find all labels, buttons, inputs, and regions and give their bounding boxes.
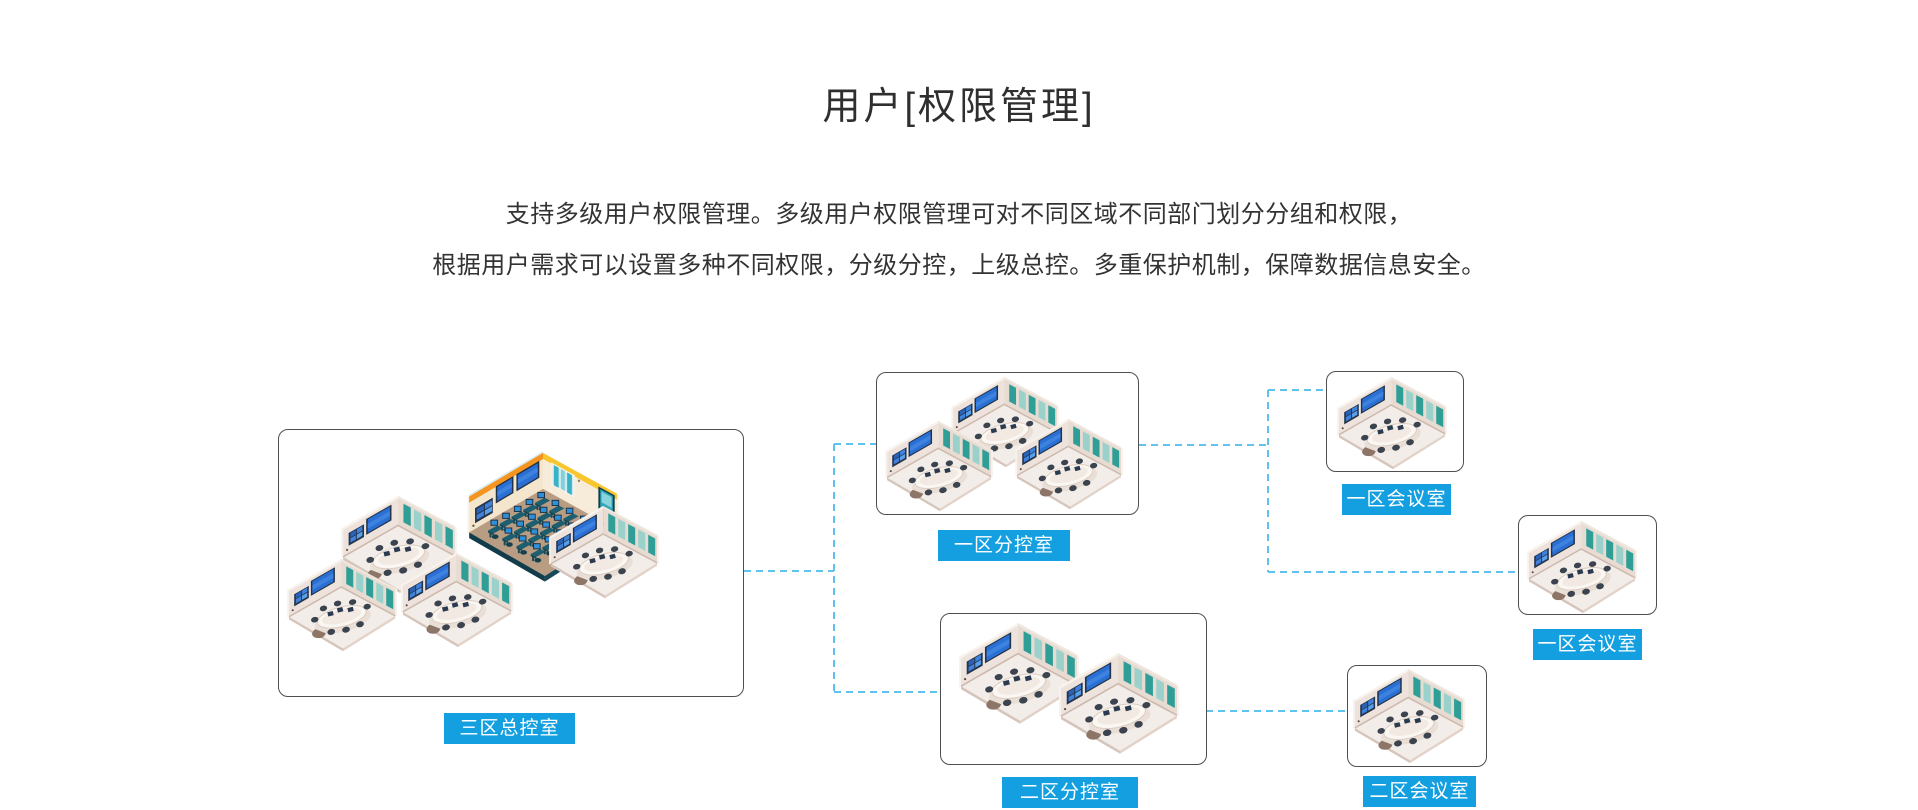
node-box-zone2-sub	[940, 613, 1207, 765]
meeting-room-illustration	[1059, 653, 1181, 757]
node-label-zone1-meeting-b: 一区会议室	[1533, 629, 1642, 660]
node-label-zone1-meeting-a: 一区会议室	[1342, 484, 1451, 515]
meeting-room-illustration	[287, 559, 399, 654]
node-label-zone2-meeting: 二区会议室	[1363, 776, 1476, 807]
node-label-zone3-master: 三区总控室	[444, 713, 575, 744]
node-box-zone3-master	[278, 429, 744, 697]
meeting-room-illustration	[401, 553, 515, 650]
meeting-room-illustration	[885, 421, 995, 514]
meeting-room-illustration	[1015, 419, 1125, 512]
node-label-zone1-sub: 一区分控室	[938, 530, 1070, 561]
node-box-zone1-meeting-b	[1518, 515, 1657, 615]
meeting-room-illustration	[1527, 521, 1639, 616]
node-box-zone1-sub	[876, 372, 1139, 515]
node-label-zone2-sub: 二区分控室	[1002, 777, 1138, 808]
meeting-room-illustration	[1337, 377, 1449, 472]
description-line-2: 根据用户需求可以设置多种不同权限，分级分控，上级总控。多重保护机制，保障数据信息…	[432, 252, 1486, 279]
meeting-room-illustration	[549, 506, 661, 601]
node-box-zone2-meeting	[1347, 665, 1487, 767]
node-box-zone1-meeting-a	[1326, 371, 1464, 472]
page-title: 用户[权限管理]	[822, 86, 1096, 129]
meeting-room-illustration	[1353, 669, 1467, 766]
description-line-1: 支持多级用户权限管理。多级用户权限管理可对不同区域不同部门划分分组和权限，	[505, 201, 1413, 228]
